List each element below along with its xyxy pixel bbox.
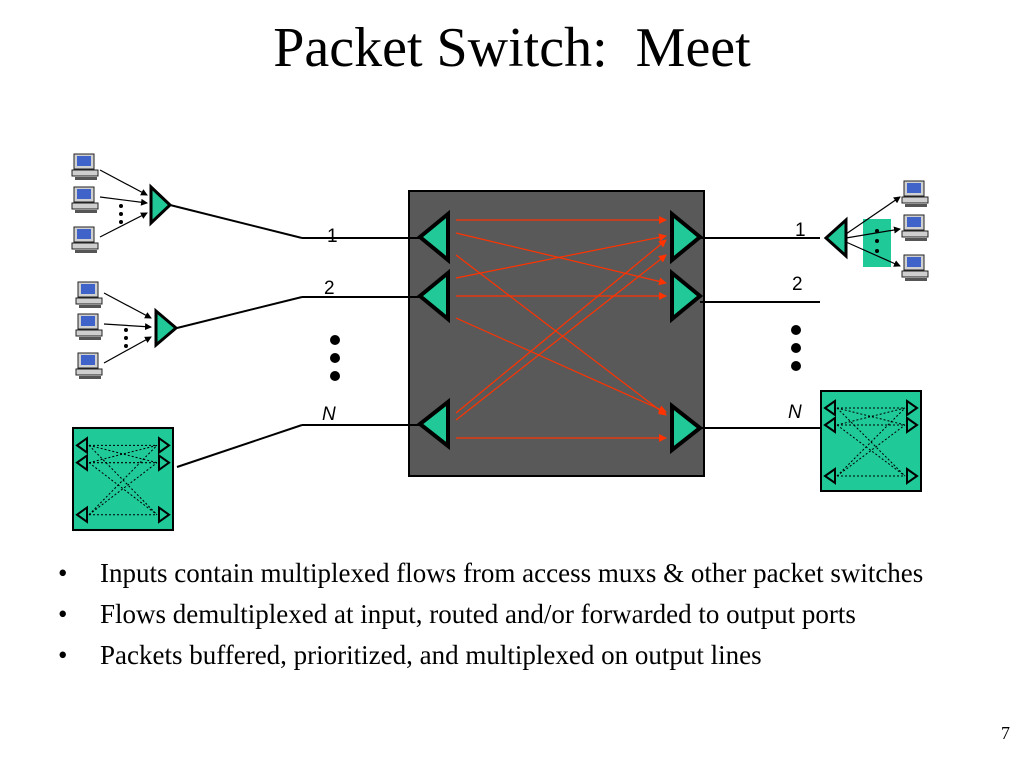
output-port-label-1: 1: [795, 220, 806, 241]
bullet-item: •Flows demultiplexed at input, routed an…: [58, 599, 856, 629]
output-port-1-icon: [670, 209, 704, 265]
mux-triangle-icon: [154, 307, 179, 349]
input-ports-ellipsis-icon: [330, 335, 340, 381]
computer-icon: [71, 153, 99, 181]
output-port-n-icon: [670, 401, 704, 455]
fabric-routes: [455, 216, 667, 442]
switch-fabric: [408, 190, 705, 477]
bullet-list: •Inputs contain multiplexed flows from a…: [58, 558, 998, 681]
input-port-1-icon: [416, 209, 450, 265]
input-port-label-1: 1: [327, 226, 338, 247]
access-mux-2: [75, 281, 179, 380]
output-port-label-n: N: [788, 402, 802, 423]
input-packet-switch-icon: [71, 426, 175, 532]
computer-icon: [75, 352, 103, 380]
output-lines: [700, 237, 820, 429]
input-port-2-icon: [416, 268, 450, 324]
computer-icon: [901, 254, 929, 282]
demux-triangle-icon: [823, 216, 848, 260]
access-demux-1: [823, 180, 929, 282]
bullet-item: •Packets buffered, prioritized, and mult…: [58, 640, 762, 670]
input-lines: [169, 204, 420, 468]
page-number: 7: [1001, 723, 1010, 743]
computer-icon: [901, 214, 929, 242]
output-ports-ellipsis-icon: [791, 325, 801, 371]
input-port-label-n: N: [322, 404, 336, 425]
slide-title: Packet Switch: Meet: [273, 17, 751, 79]
bullet-item: •Inputs contain multiplexed flows from a…: [58, 558, 924, 588]
computer-icon: [71, 226, 99, 254]
computer-icon: [75, 313, 103, 341]
computer-icon: [71, 186, 99, 214]
output-port-label-2: 2: [792, 274, 803, 295]
computer-icon: [75, 281, 103, 309]
computer-icon: [901, 180, 929, 208]
mux-triangle-icon: [149, 183, 173, 227]
access-mux-1: [71, 153, 173, 254]
input-port-label-2: 2: [324, 278, 335, 299]
output-packet-switch-icon: [820, 390, 922, 492]
output-port-2-icon: [670, 268, 704, 324]
input-port-n-icon: [416, 397, 450, 451]
